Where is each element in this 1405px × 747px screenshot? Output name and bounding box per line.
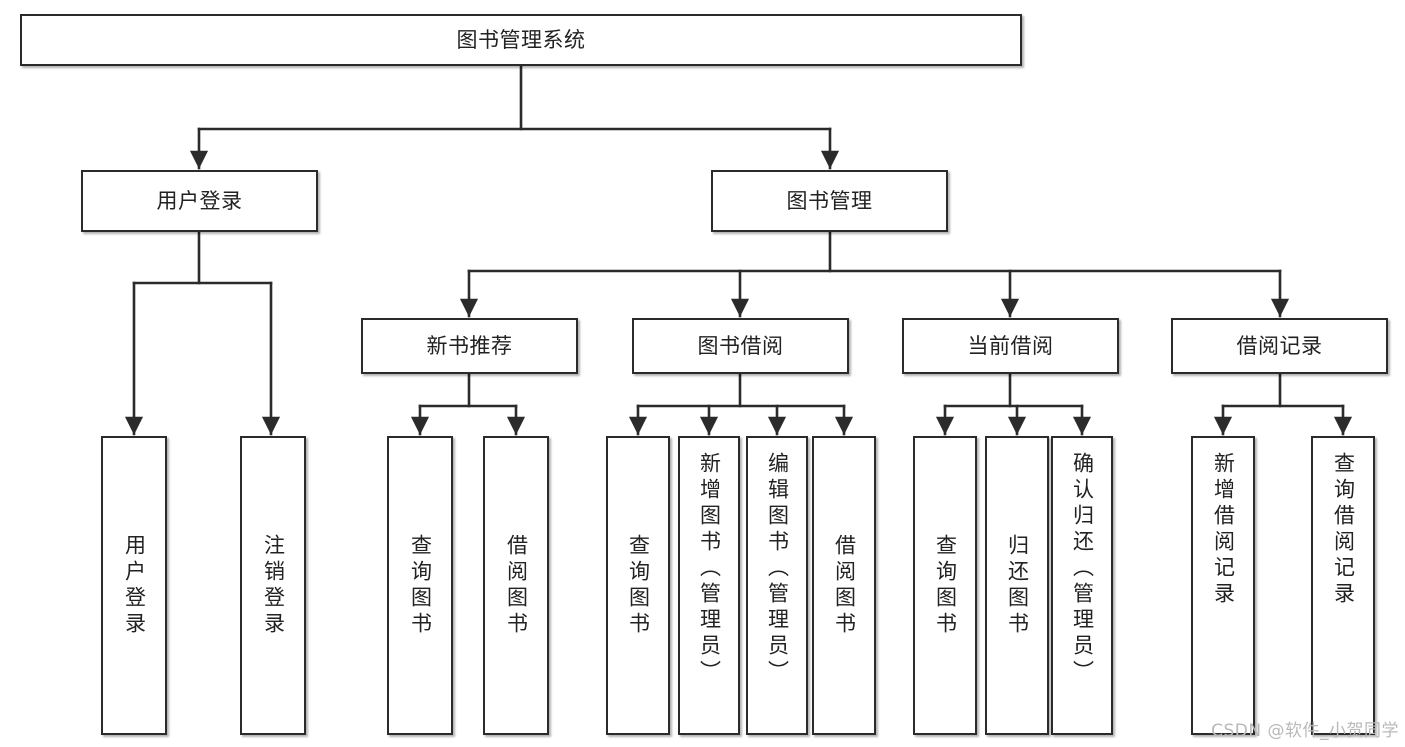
- node-leaf-add-book[interactable]: 新增图书（管理员）: [678, 436, 740, 735]
- node-label: 图书管理系统: [456, 27, 586, 52]
- node-current-borrow[interactable]: 当前借阅: [902, 318, 1119, 374]
- node-label: 图书管理: [786, 188, 873, 213]
- node-leaf-return-book[interactable]: 归还图书: [985, 436, 1049, 735]
- node-book-manage[interactable]: 图书管理: [711, 170, 948, 232]
- node-label: 新书推荐: [426, 333, 513, 358]
- node-label: 确认归还（管理员）: [1070, 452, 1095, 686]
- node-leaf-query-book-1[interactable]: 查询图书: [387, 436, 453, 735]
- node-label: 注销登录: [261, 533, 286, 638]
- node-leaf-borrow-book-1[interactable]: 借阅图书: [483, 436, 549, 735]
- node-leaf-query-book-2[interactable]: 查询图书: [606, 436, 670, 735]
- node-user-login[interactable]: 用户登录: [81, 170, 318, 232]
- node-borrow-record[interactable]: 借阅记录: [1171, 318, 1388, 374]
- node-root[interactable]: 图书管理系统: [20, 14, 1022, 66]
- csdn-watermark: CSDN @软件_小贺同学: [1211, 721, 1399, 741]
- node-leaf-confirm-return[interactable]: 确认归还（管理员）: [1051, 436, 1113, 735]
- node-label: 图书借阅: [697, 333, 784, 358]
- node-label: 查询借阅记录: [1331, 452, 1356, 608]
- node-label: 借阅记录: [1236, 333, 1323, 358]
- node-label: 用户登录: [156, 188, 243, 213]
- node-label: 借阅图书: [504, 533, 529, 638]
- node-label: 编辑图书（管理员）: [765, 452, 790, 686]
- node-label: 当前借阅: [967, 333, 1054, 358]
- node-label: 用户登录: [122, 533, 147, 638]
- node-new-book-recommend[interactable]: 新书推荐: [361, 318, 578, 374]
- node-label: 查询图书: [933, 533, 958, 638]
- node-leaf-query-book-3[interactable]: 查询图书: [913, 436, 977, 735]
- node-label: 新增图书（管理员）: [697, 452, 722, 686]
- node-label: 查询图书: [408, 533, 433, 638]
- node-leaf-user-login[interactable]: 用户登录: [101, 436, 167, 735]
- node-leaf-query-record[interactable]: 查询借阅记录: [1311, 436, 1375, 735]
- node-leaf-borrow-book-2[interactable]: 借阅图书: [812, 436, 876, 735]
- node-label: 新增借阅记录: [1211, 452, 1236, 608]
- node-leaf-add-record[interactable]: 新增借阅记录: [1191, 436, 1255, 735]
- node-label: 查询图书: [626, 533, 651, 638]
- node-book-borrow[interactable]: 图书借阅: [632, 318, 849, 374]
- node-leaf-edit-book[interactable]: 编辑图书（管理员）: [746, 436, 808, 735]
- node-label: 借阅图书: [832, 533, 857, 638]
- node-leaf-user-logout[interactable]: 注销登录: [240, 436, 306, 735]
- node-label: 归还图书: [1005, 533, 1030, 638]
